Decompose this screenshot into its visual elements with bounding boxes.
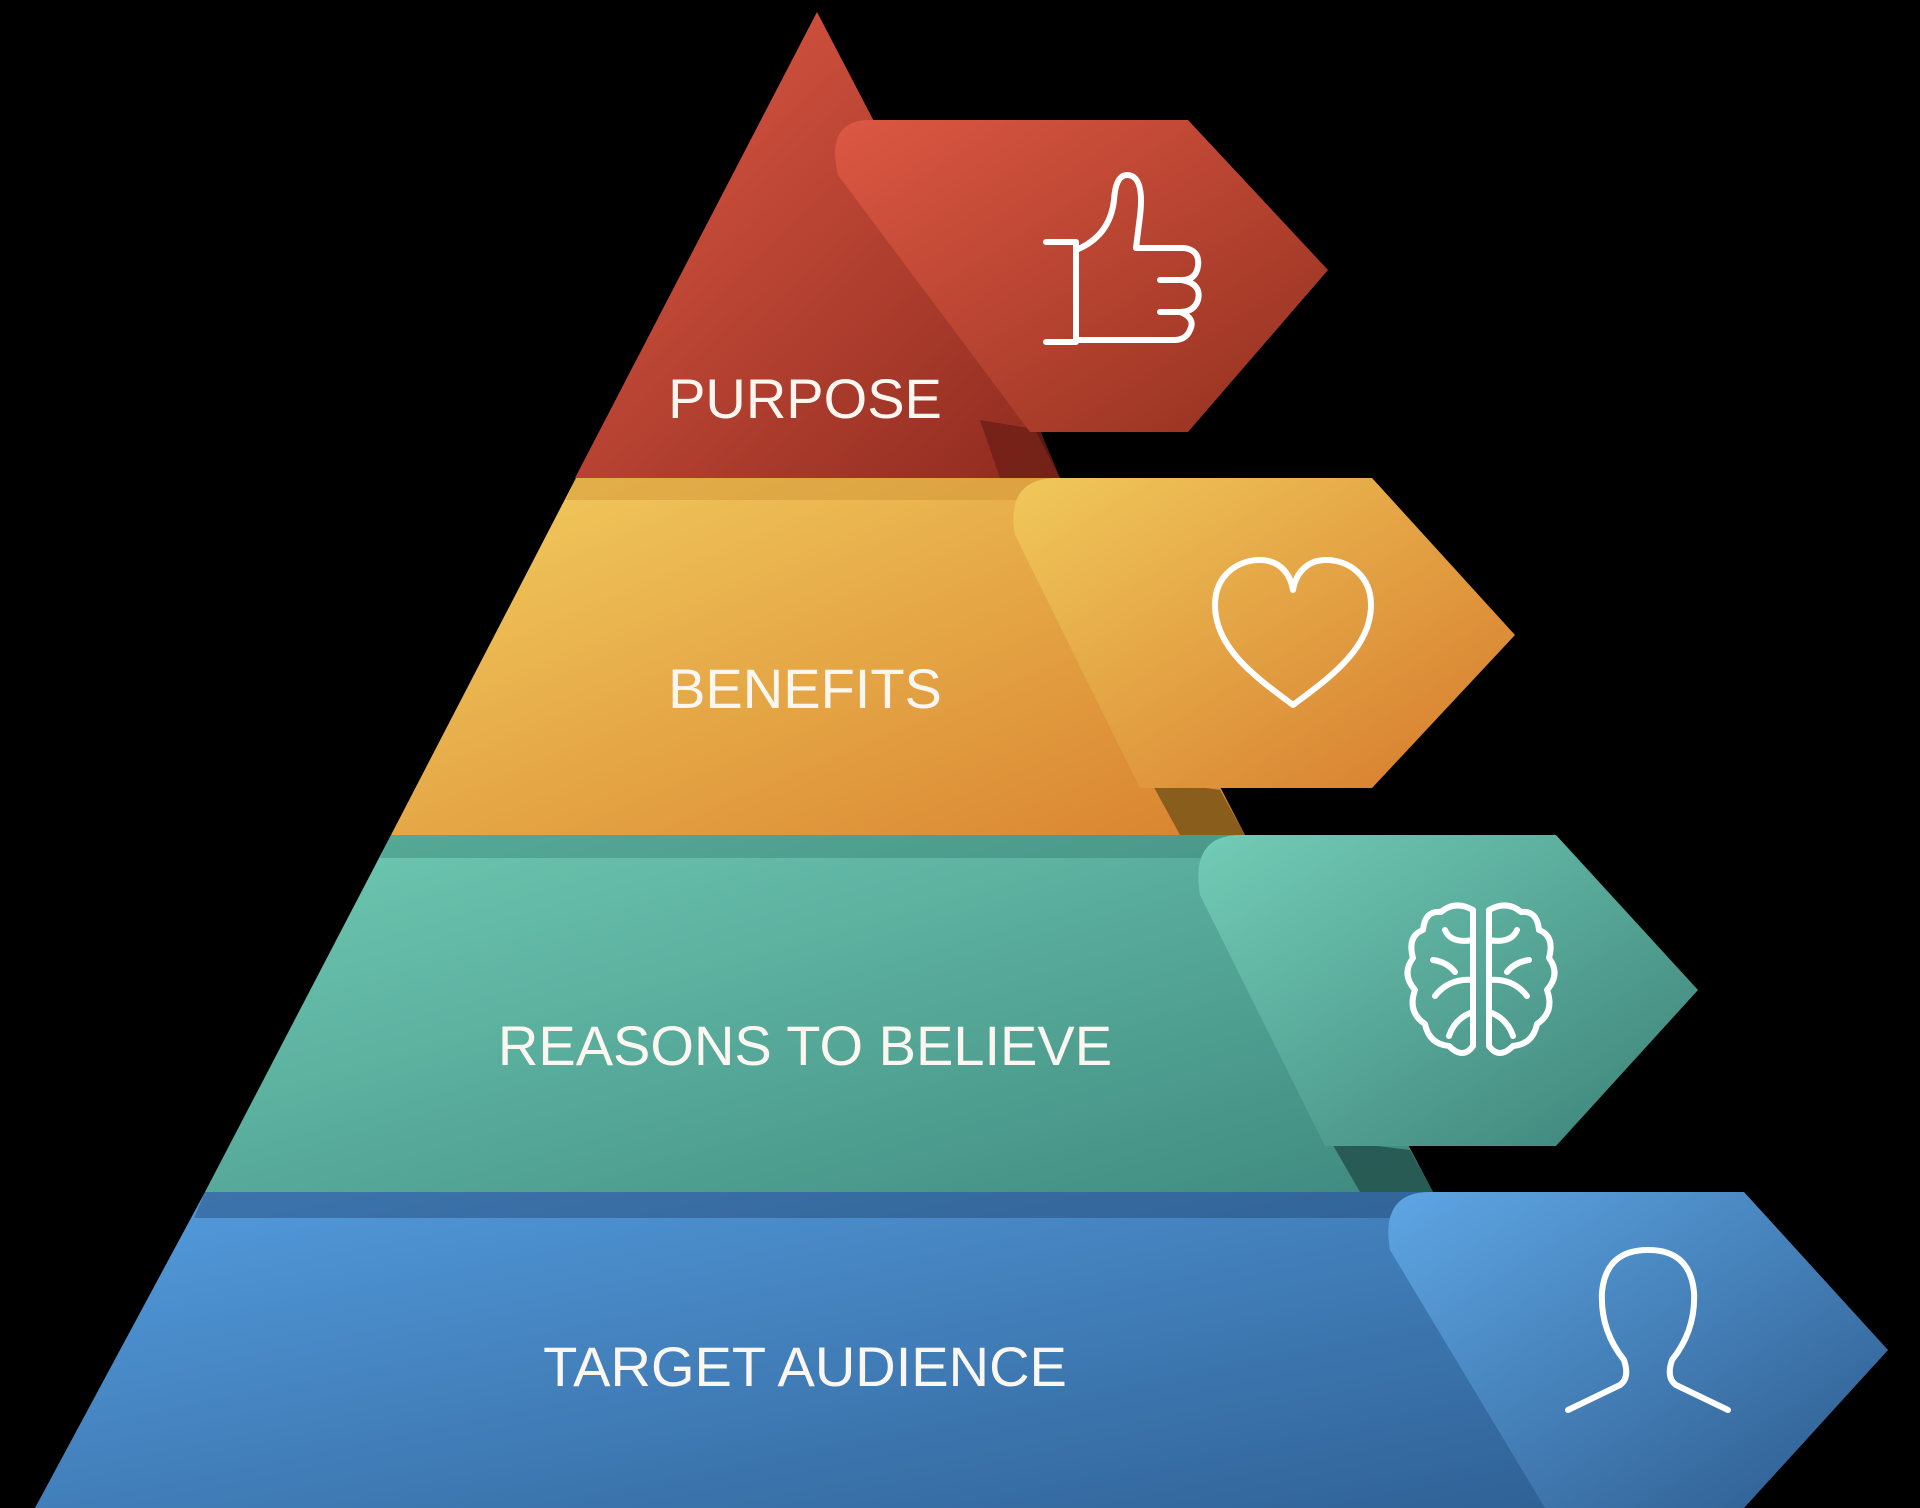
target-arrow-tab xyxy=(1388,1192,1888,1508)
reasons-label: REASONS TO BELIEVE xyxy=(498,1014,1112,1077)
purpose-label: PURPOSE xyxy=(668,367,942,430)
thumbs-up-icon xyxy=(1043,172,1202,345)
level-purpose: PURPOSE xyxy=(575,12,1328,478)
reasons-top-shadow xyxy=(380,835,1245,858)
purpose-fold-shadow xyxy=(980,420,1060,478)
reasons-arrow-tab xyxy=(1198,835,1698,1146)
level-target-audience: TARGET AUDIENCE xyxy=(35,1192,1888,1508)
purpose-arrow-tab xyxy=(835,120,1328,432)
brain-icon xyxy=(1404,902,1558,1056)
benefits-arrow-tab xyxy=(1013,478,1515,788)
benefits-fold-shadow xyxy=(1150,780,1245,835)
target-top-shadow xyxy=(194,1192,1433,1218)
level-reasons-to-believe: REASONS TO BELIEVE xyxy=(205,835,1698,1192)
benefits-top-shadow xyxy=(566,478,1060,500)
heart-icon xyxy=(1212,557,1374,708)
benefits-label: BENEFITS xyxy=(668,657,942,720)
level-benefits: BENEFITS xyxy=(391,478,1515,835)
reasons-band xyxy=(205,835,1433,1192)
target-audience-label: TARGET AUDIENCE xyxy=(543,1335,1067,1398)
purpose-band xyxy=(575,12,1060,478)
target-band xyxy=(35,1192,1590,1508)
reasons-fold-shadow xyxy=(1330,1140,1433,1192)
person-icon xyxy=(1565,1247,1731,1413)
